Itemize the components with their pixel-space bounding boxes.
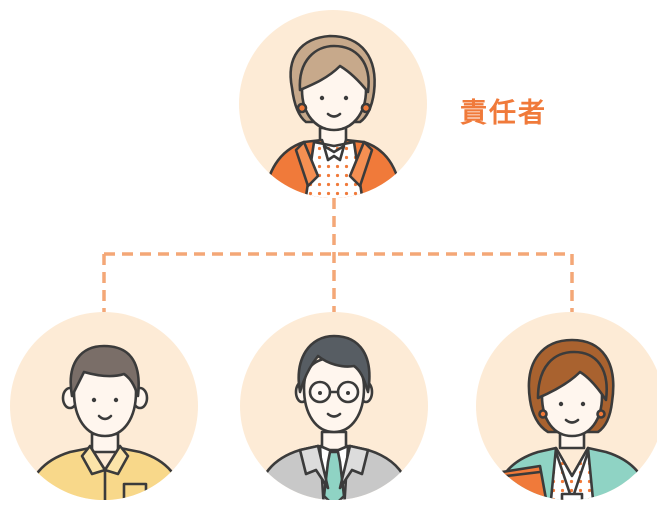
leader-label: 責任者	[460, 98, 547, 129]
woman-staff-icon	[490, 338, 654, 500]
member-node-left	[10, 312, 198, 500]
leader-node	[239, 10, 427, 198]
connector-lines	[102, 198, 574, 312]
member-node-center	[240, 312, 428, 500]
member-node-right	[476, 312, 657, 500]
